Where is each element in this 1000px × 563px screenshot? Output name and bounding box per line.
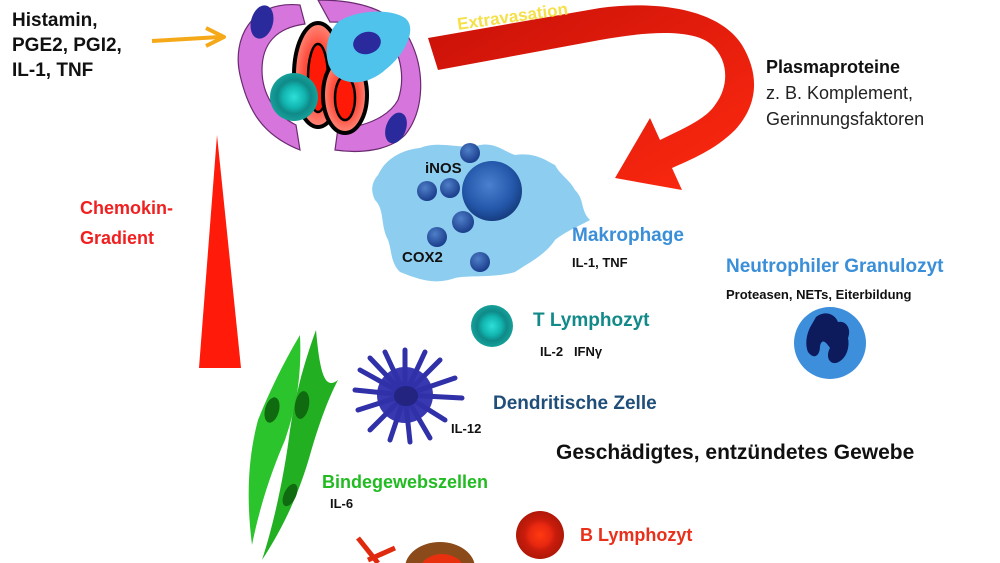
dendritic-cell-mediators: IL-12 [451,421,482,436]
b-lymphocyte-name: B Lymphozyt [580,525,693,545]
dendritic-cell-name: Dendritische Zelle [493,393,657,414]
chemokine-gradient-triangle-icon [199,135,241,368]
plasma-proteins-label: Plasmaproteine z. B. Komplement, Gerinnu… [766,57,925,129]
macrophage-icon [372,143,590,282]
mediators-label: Histamin, PGE2, PGI2, IL-1, TNF [12,10,122,81]
neutrophil-name: Neutrophiler Granulozyt [726,256,944,277]
macrophage-name: Makrophage [572,225,684,246]
plasma-cell-icon [356,536,475,563]
lymphocyte-in-vessel-icon [270,73,318,121]
tissue-label: Geschädigtes, entzündetes Gewebe [556,441,915,464]
extravasation-arrow-icon [428,5,755,190]
mediator-arrow-icon [151,26,226,48]
macrophage-mediators: IL-1, TNF [572,255,628,270]
fibroblast-mediators: IL-6 [330,496,354,511]
chemokine-gradient-label: Chemokin- Gradient [80,198,174,248]
inos-label: iNOS [425,160,462,177]
t-lymphocyte-name: T Lymphozyt [533,310,650,331]
neutrophil-icon [794,307,866,379]
cox2-label: COX2 [402,249,443,266]
b-lymphocyte-icon [516,511,564,559]
neutrophil-mediators: Proteasen, NETs, Eiterbildung [726,287,912,302]
fibroblast-icon [248,330,338,560]
dendritic-cell-icon [352,347,465,445]
t-lymphocyte-mediators: IL-2 IFNγ [540,344,603,359]
fibroblast-name: Bindegewebszellen [322,472,489,492]
transmigrating-cell-icon [326,11,411,83]
t-lymphocyte-icon [471,305,513,347]
